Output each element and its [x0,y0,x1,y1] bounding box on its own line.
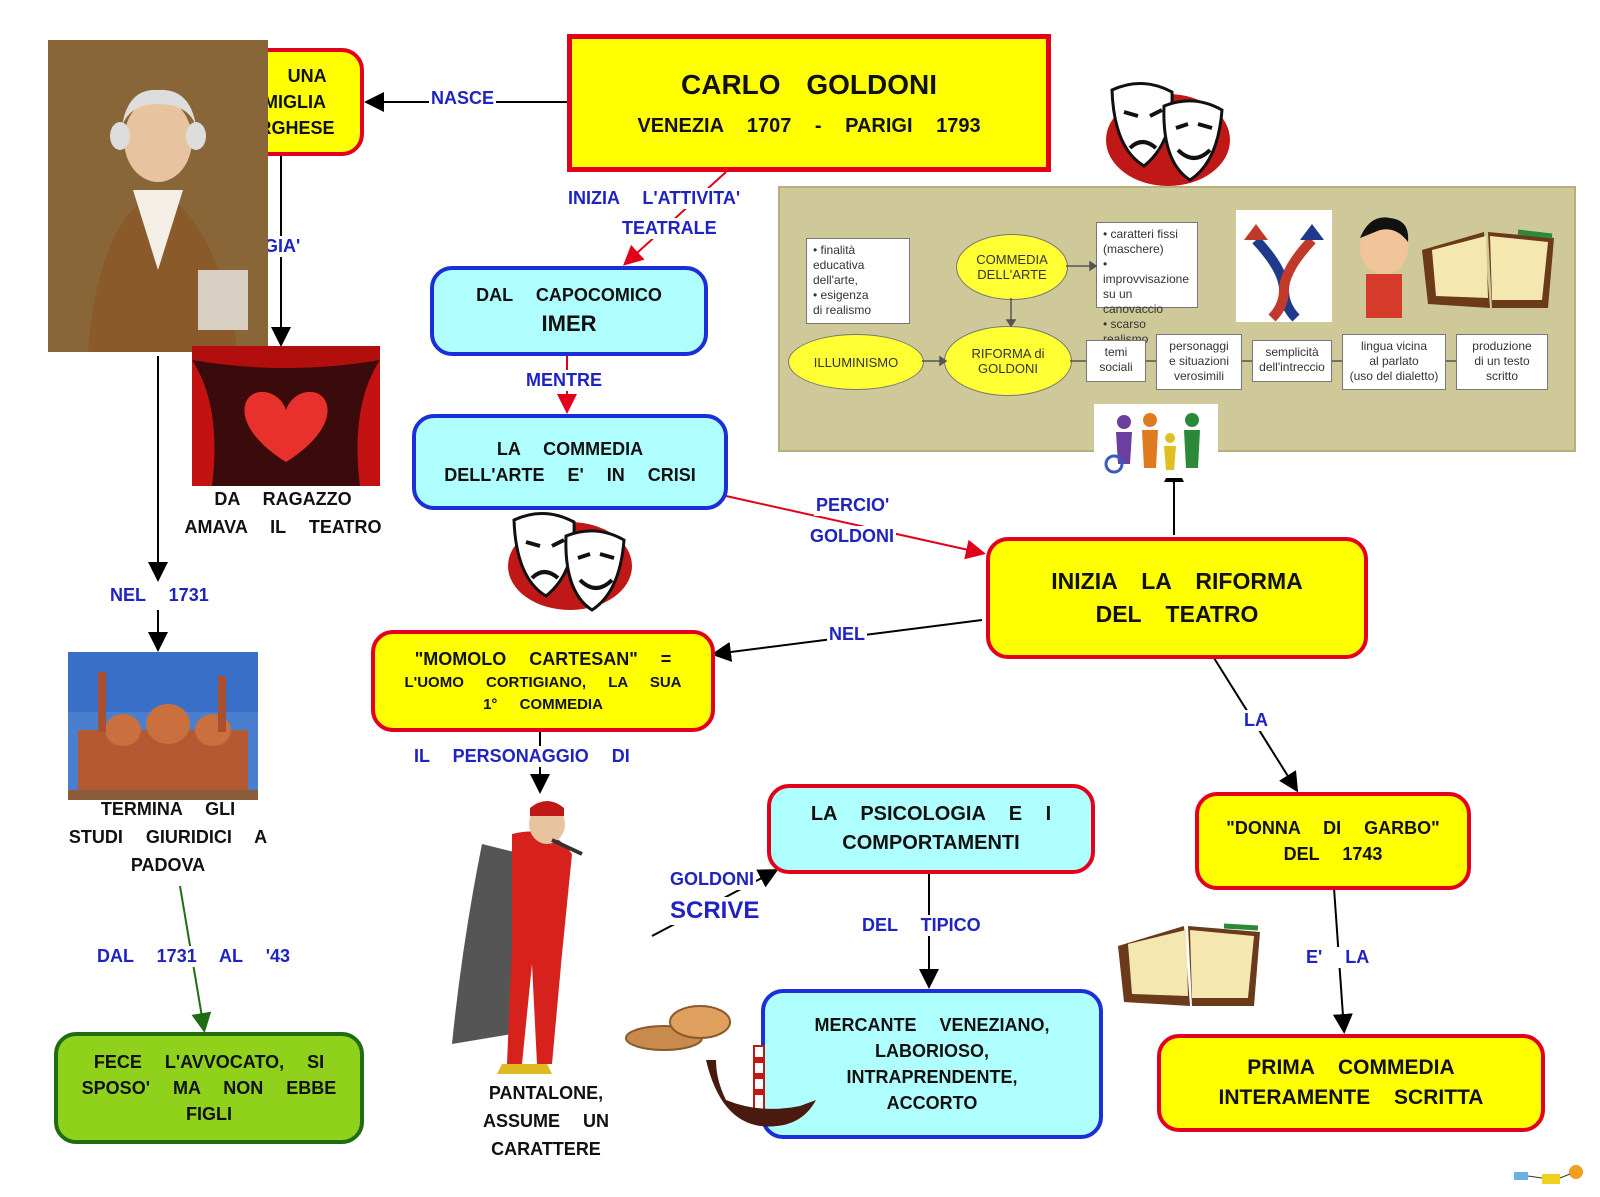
label-e-la: E' LA [1304,947,1372,968]
title-dates: VENEZIA 1707 - PARIGI 1793 [637,114,981,137]
pantalone-figure-image [452,801,583,1074]
node-carlo-goldoni[interactable]: CARLO GOLDONI VENEZIA 1707 - PARIGI 1793 [567,34,1051,172]
panel-box-lingua: lingua vicina al parlato (uso del dialet… [1342,334,1446,390]
portrait-goldoni-image [48,40,268,352]
label-goldoni: GOLDONI [668,869,756,890]
panel-box-finalita: • finalità educativa dell'arte, • esigen… [806,238,910,324]
text-da-ragazzo: DA RAGAZZO AMAVA IL TEATRO [184,489,382,537]
label-inizia-attivita: INIZIA L'ATTIVITA' [566,188,743,209]
label-mentre: MENTRE [524,370,604,391]
panel-box-temi: temi sociali [1086,340,1146,382]
panel-oval-riforma: RIFORMA di GOLDONI [944,326,1072,396]
label-percio-goldoni: GOLDONI [808,526,896,547]
node-avvocato[interactable]: FECE L'AVVOCATO, SI SPOSO' MA NON EBBE F… [54,1032,364,1144]
label-dal-1731: DAL 1731 AL '43 [95,946,293,967]
people-icon [1094,404,1218,478]
label-teatrale: TEATRALE [620,218,719,239]
theater-masks-middle-icon [508,511,632,612]
node-capocomico-imer[interactable]: DAL CAPOCOMICO IMER [430,266,708,356]
text-padova: TERMINA GLI STUDI GIURIDICI A PADOVA [68,799,268,875]
crossroad-arrows-icon [1236,210,1332,322]
text-pantalone: PANTALONE, ASSUME UN CARATTERE [482,1083,609,1159]
label-nel-1731: NEL 1731 [108,585,211,606]
node-psicologia[interactable]: LA PSICOLOGIA E I COMPORTAMENTI [767,784,1095,874]
label-scrive: SCRIVE [668,897,762,925]
node-donna-di-garbo[interactable]: "DONNA DI GARBO" DEL 1743 [1195,792,1471,890]
node-commedia-crisi[interactable]: LA COMMEDIA DELL'ARTE E' IN CRISI [412,414,728,510]
open-book-icon-bottom [1118,923,1260,1006]
node-mercante[interactable]: MERCANTE VENEZIANO, LABORIOSO, INTRAPREN… [761,989,1103,1139]
coins-icon [625,1005,731,1051]
label-personaggio: IL PERSONAGGIO DI [412,746,632,767]
panel-box-personaggi: personaggi e situazioni verosimili [1156,334,1242,390]
node-momolo-cartesan[interactable]: "MOMOLO CARTESAN" = L'UOMO CORTIGIANO, L… [371,630,715,732]
thinking-boy-icon [1360,217,1409,318]
node-riforma-teatro[interactable]: INIZIA LA RIFORMA DEL TEATRO [986,537,1368,659]
panel-arrows [922,260,1456,367]
mappa-logo-icon [1514,1165,1583,1184]
label-nel: NEL [827,624,867,645]
panel-box-semplicita: semplicità dell'intreccio [1252,340,1332,382]
label-tipico: DEL TIPICO [860,915,983,936]
theater-masks-top-icon [1106,81,1230,186]
panel-oval-commedia: COMMEDIA DELL'ARTE [956,234,1068,300]
node-prima-commedia[interactable]: PRIMA COMMEDIA INTERAMENTE SCRITTA [1157,1034,1545,1132]
open-book-icon-top [1422,229,1554,308]
theater-heart-image [192,346,380,486]
label-nasce: NASCE [429,88,497,109]
label-gia: GIA' [262,236,303,257]
panel-oval-illuminismo: ILLUMINISMO [788,334,924,390]
arrow-percio [725,495,986,560]
basilica-padova-image [68,652,258,800]
label-la: LA [1242,710,1270,731]
arrow-inizia [623,171,727,266]
panel-box-caratteri: • caratteri fissi (maschere) • improvvis… [1096,222,1198,346]
title-name: CARLO GOLDONI [681,69,937,101]
label-percio: PERCIO' [814,495,892,516]
reform-scheme-panel: • finalità educativa dell'arte, • esigen… [778,186,1576,452]
panel-box-produzione: produzione di un testo scritto [1456,334,1548,390]
gondola-icon [706,1045,816,1127]
